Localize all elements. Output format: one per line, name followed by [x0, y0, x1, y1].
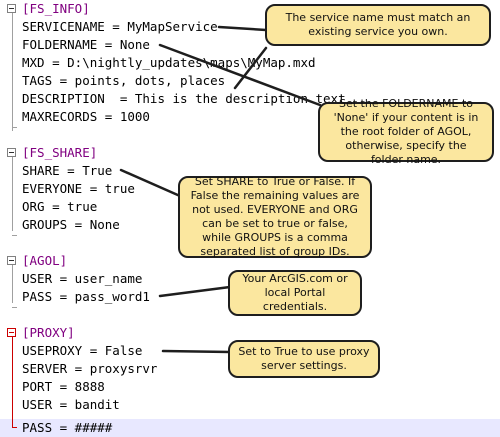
section-header-fs-info: [FS_INFO] — [22, 1, 90, 16]
fold-line — [12, 263, 13, 303]
callout-servicename: The service name must match an existing … — [265, 4, 491, 46]
fold-line — [12, 11, 13, 131]
code-line: USER = user_name — [22, 271, 143, 286]
fold-end-marker — [12, 307, 17, 308]
collapse-section-icon[interactable] — [7, 4, 16, 13]
fold-line — [12, 155, 13, 231]
code-line-current[interactable]: PASS = ##### — [22, 420, 113, 435]
code-line: PORT = 8888 — [22, 379, 105, 394]
code-line: PASS = pass_word1 — [22, 289, 150, 304]
current-line-highlight — [0, 419, 500, 437]
fold-end-marker — [12, 427, 17, 428]
callout-proxy: Set to True to use proxy server settings… — [228, 340, 380, 378]
code-line: EVERYONE = true — [22, 181, 135, 196]
code-line: USEPROXY = False — [22, 343, 143, 358]
fold-end-marker — [12, 235, 17, 236]
callout-foldername: Set the FOLDERNAME to 'None' if your con… — [318, 97, 494, 166]
code-line: DESCRIPTION = This is the description te… — [22, 91, 346, 106]
collapse-section-icon[interactable] — [7, 256, 16, 265]
code-line: SERVER = proxysrvr — [22, 361, 158, 376]
fold-end-marker — [12, 127, 17, 128]
collapse-section-icon[interactable] — [7, 148, 16, 157]
fold-line — [12, 335, 13, 427]
code-line: ORG = true — [22, 199, 98, 214]
code-line: FOLDERNAME = None — [22, 37, 150, 52]
callout-agol: Your ArcGIS.com or local Portal credenti… — [228, 270, 362, 316]
section-header-fs-share: [FS_SHARE] — [22, 145, 98, 160]
section-header-agol: [AGOL] — [22, 253, 68, 268]
code-line: GROUPS = None — [22, 217, 120, 232]
code-line: MAXRECORDS = 1000 — [22, 109, 150, 124]
code-line: TAGS = points, dots, places — [22, 73, 226, 88]
code-line: MXD = D:\nightly_updates\maps\MyMap.mxd — [22, 55, 316, 70]
code-line: SERVICENAME = MyMapService — [22, 19, 218, 34]
callout-share: Set SHARE to True or False. If False the… — [178, 175, 372, 258]
code-line: SHARE = True — [22, 163, 113, 178]
code-line: USER = bandit — [22, 397, 120, 412]
collapse-section-icon[interactable] — [7, 328, 16, 337]
section-header-proxy: [PROXY] — [22, 325, 75, 340]
